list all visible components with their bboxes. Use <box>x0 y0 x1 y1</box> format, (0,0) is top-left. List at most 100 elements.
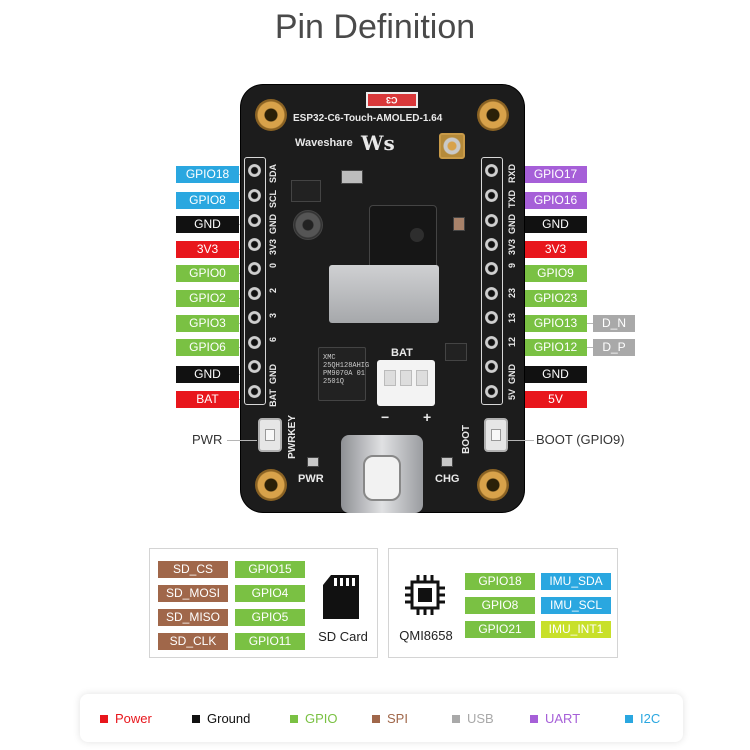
pwrkey-silk: PWRKEY <box>287 415 298 459</box>
right-pin-label: GND <box>524 216 587 233</box>
waveshare-logo-icon: Ws <box>361 131 395 155</box>
left-pin-label: GPIO6 <box>176 339 239 356</box>
flash-chip: XMC 25QH128AHIG PM9070A 01 2501Q <box>318 347 370 401</box>
sd-gpio-label: GPIO5 <box>235 609 305 626</box>
left-pin-label: 3V3 <box>176 241 239 258</box>
right-pin-label: GPIO23 <box>524 290 587 307</box>
mounting-hole <box>477 99 509 131</box>
usb-pin-label: D_P <box>593 339 635 356</box>
right-pin-label: GPIO16 <box>524 192 587 209</box>
sd-card-icon <box>323 575 359 619</box>
legend-item-power: Power <box>100 711 152 726</box>
usb-pin-label: D_N <box>593 315 635 332</box>
header-silk-label: SDA <box>268 164 278 184</box>
legend-swatch <box>372 714 380 723</box>
legend-label: UART <box>545 711 581 726</box>
legend-swatch <box>100 714 108 723</box>
legend-label: Power <box>115 711 152 726</box>
legend-label: Ground <box>207 711 251 726</box>
pwr-silk: PWR <box>298 473 324 485</box>
board-brand-text: Waveshare <box>295 137 353 149</box>
c3-silk-box: C3 <box>366 92 418 108</box>
legend-swatch <box>290 714 298 723</box>
crystal <box>453 217 465 231</box>
chg-silk: CHG <box>435 473 460 485</box>
legend-label: SPI <box>387 711 408 726</box>
sd-func-label: SD_CLK <box>158 633 228 650</box>
crystal-small <box>341 170 363 184</box>
sd-func-label: SD_MISO <box>158 609 228 626</box>
boot-side-label: BOOT (GPIO9) <box>536 432 625 447</box>
pwr-led <box>307 457 319 467</box>
mounting-hole <box>255 469 287 501</box>
legend-item-uart: UART <box>530 711 580 726</box>
boot-connector-line <box>508 440 534 441</box>
right-pin-label: GND <box>524 366 587 383</box>
esp32-chip <box>369 205 437 273</box>
header-silk-label: GND <box>507 364 517 384</box>
header-silk-label: BAT <box>268 389 278 407</box>
legend-swatch <box>625 714 633 723</box>
sd-func-label: SD_MOSI <box>158 585 228 602</box>
imu-gpio-label: GPIO18 <box>465 573 535 590</box>
legend: Power Ground GPIO SPI USB UART I2C <box>80 694 683 742</box>
pin-connector-line <box>587 347 593 348</box>
right-pin-label: GPIO12 <box>524 339 587 356</box>
left-pin-label: GPIO18 <box>176 166 239 183</box>
pin-connector-line <box>587 323 593 324</box>
mounting-hole <box>477 469 509 501</box>
left-pin-label: GPIO2 <box>176 290 239 307</box>
header-silk-label: 2 <box>268 288 278 294</box>
legend-item-usb: USB <box>452 711 494 726</box>
left-pin-label: GPIO8 <box>176 192 239 209</box>
imu-func-label: IMU_SDA <box>541 573 611 590</box>
right-pin-label: GPIO13 <box>524 315 587 332</box>
left-pin-label: GND <box>176 366 239 383</box>
flash-chip-text: XMC 25QH128AHIG PM9070A 01 2501Q <box>323 354 370 386</box>
right-pin-label: 3V3 <box>524 241 587 258</box>
left-pin-header <box>244 157 266 405</box>
header-silk-label: GND <box>268 214 278 234</box>
bat-silk: BAT <box>391 347 413 359</box>
legend-swatch <box>452 714 460 723</box>
header-silk-label: TXD <box>507 190 517 208</box>
right-pin-header <box>481 157 503 405</box>
left-pin-label: GND <box>176 216 239 233</box>
header-silk-label: SCL <box>268 190 278 208</box>
antenna-connector <box>439 133 465 159</box>
pwr-button[interactable] <box>258 418 282 452</box>
sd-func-label: SD_CS <box>158 561 228 578</box>
header-silk-label: GND <box>268 364 278 384</box>
inductor <box>293 210 323 240</box>
bat-minus-silk: − <box>381 409 390 425</box>
imu-gpio-label: GPIO21 <box>465 621 535 638</box>
header-silk-label: 6 <box>268 337 278 343</box>
usb-c-port[interactable] <box>341 435 423 513</box>
imu-func-label: IMU_SCL <box>541 597 611 614</box>
mounting-hole <box>255 99 287 131</box>
pwr-side-label: PWR <box>192 432 223 447</box>
legend-item-spi: SPI <box>372 711 408 726</box>
legend-label: I2C <box>640 711 661 726</box>
header-silk-label: 13 <box>507 313 517 324</box>
battery-connector <box>377 360 435 406</box>
boot-button[interactable] <box>484 418 508 452</box>
legend-item-gpio: GPIO <box>290 711 338 726</box>
imu-func-label: IMU_INT1 <box>541 621 611 638</box>
boot-silk: BOOT <box>461 425 472 454</box>
legend-item-i2c: I2C <box>625 711 660 726</box>
header-silk-label: 3V3 <box>507 239 517 256</box>
left-pin-label: GPIO3 <box>176 315 239 332</box>
header-silk-label: GND <box>507 214 517 234</box>
sd-card-slot <box>329 265 439 323</box>
sd-card-caption: SD Card <box>318 629 368 644</box>
regulator-chip <box>291 180 321 202</box>
left-pin-label: BAT <box>176 391 239 408</box>
bat-plus-silk: + <box>423 409 432 425</box>
header-silk-label: 0 <box>268 263 278 269</box>
header-silk-label: RXD <box>507 164 517 184</box>
imu-gpio-label: GPIO8 <box>465 597 535 614</box>
legend-label: USB <box>467 711 494 726</box>
chip-icon <box>403 573 447 617</box>
